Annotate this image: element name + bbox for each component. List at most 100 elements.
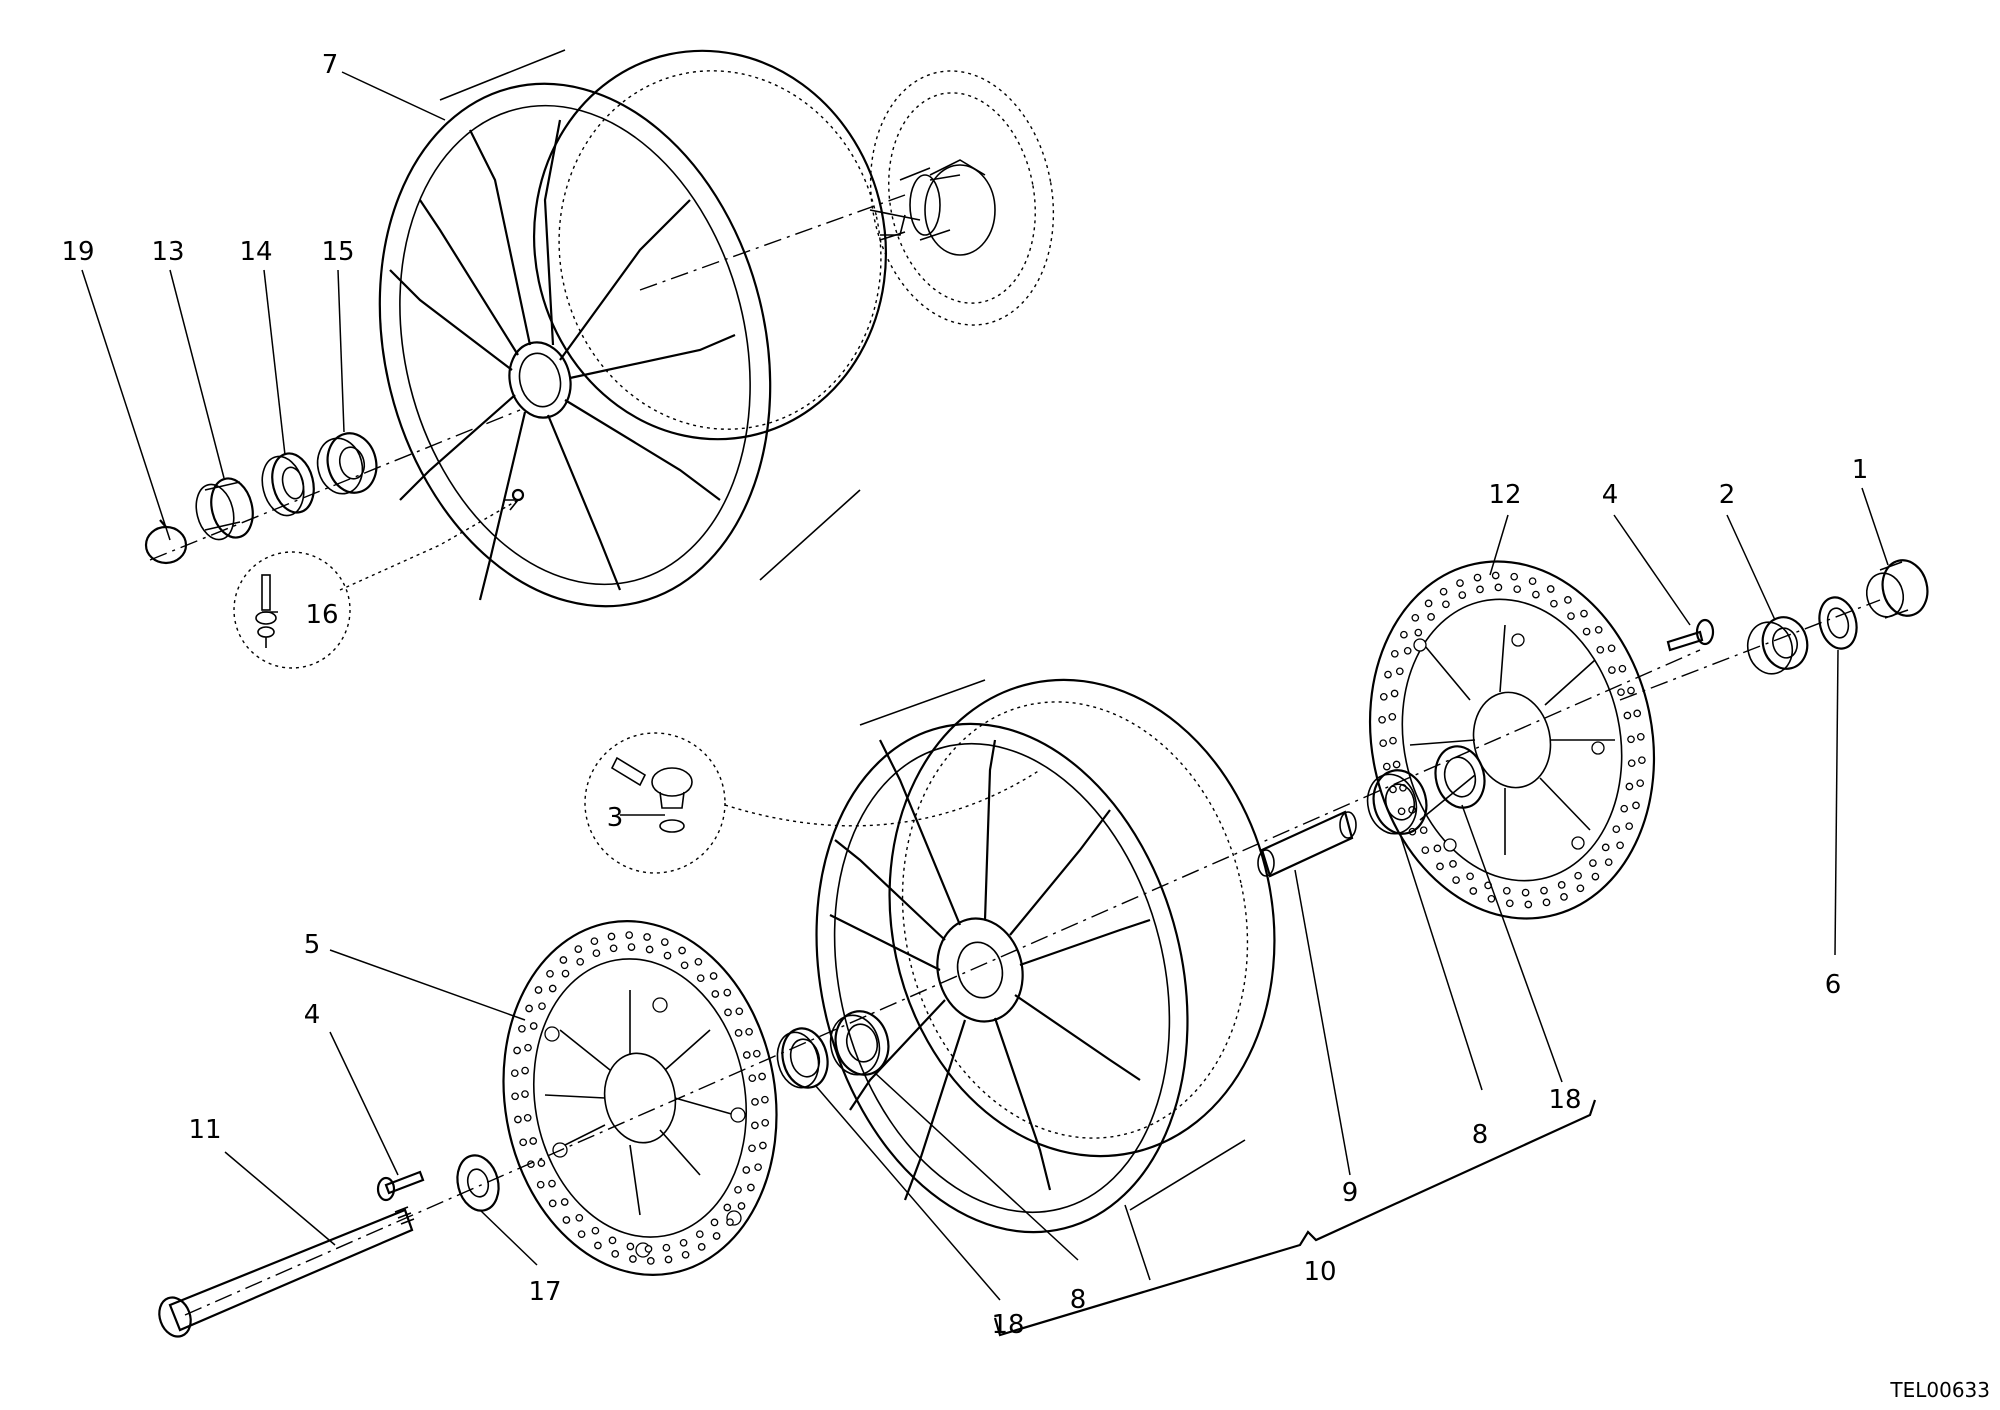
disc-drill-hole: [560, 1198, 569, 1206]
callout-9: 9: [1341, 1178, 1359, 1208]
disc-drill-hole: [534, 986, 543, 994]
disc-drill-hole: [548, 984, 557, 993]
disc-drill-hole: [1632, 801, 1640, 810]
disc-drill-hole: [697, 1243, 706, 1251]
disc-drill-hole: [1502, 886, 1511, 895]
disc-drill-hole: [723, 1203, 732, 1212]
callout-1: 1: [1851, 455, 1869, 485]
disc-drill-hole: [662, 1243, 671, 1252]
disc-drill-hole: [1524, 900, 1533, 909]
disc-drill-hole: [548, 1199, 557, 1208]
disc-drill-hole: [1390, 649, 1399, 658]
bearing-8-right: [1366, 769, 1428, 835]
callout-16: 16: [305, 600, 339, 630]
seal-18-left: [776, 1027, 829, 1089]
disc-drill-hole: [1608, 666, 1616, 674]
disc-drill-hole: [747, 1183, 755, 1192]
disc-drill-hole: [751, 1121, 759, 1130]
callout-18-left: 18: [991, 1310, 1025, 1340]
disc-drill-hole: [734, 1029, 743, 1037]
disc-drill-hole: [1560, 893, 1568, 901]
front-brake-disc-right-12: [1368, 560, 1656, 920]
disc-drill-hole: [1388, 712, 1397, 721]
disc-drill-hole: [1591, 872, 1600, 881]
disc-drill-hole: [1607, 644, 1616, 653]
disc-drill-hole: [1521, 888, 1530, 897]
disc-drill-hole: [742, 1166, 751, 1174]
disc-drill-hole: [1620, 804, 1629, 813]
disc-drill-hole: [523, 1113, 532, 1122]
disc-drill-hole: [546, 969, 554, 978]
disc-drill-hole: [724, 1008, 732, 1017]
front-wheel-rim: [815, 678, 1276, 1234]
disc-drill-hole: [1378, 715, 1386, 724]
disc-drill-hole: [1439, 587, 1448, 596]
nut-1: [1865, 559, 1929, 619]
seal-18-right: [1434, 745, 1486, 809]
disc-drill-hole: [709, 972, 718, 980]
disc-drill-hole: [1456, 579, 1464, 587]
disc-drill-hole: [1389, 736, 1397, 745]
disc-drill-hole: [679, 1238, 688, 1247]
callout-3: 3: [606, 803, 624, 833]
disc-drill-hole: [626, 1242, 635, 1251]
disc-drill-hole: [1473, 573, 1482, 582]
disc-drill-hole: [1397, 807, 1406, 816]
disc-drill-hole: [1392, 760, 1401, 769]
disc-drill-hole: [536, 1180, 545, 1189]
drawing-code: TEL00633: [1890, 1378, 1990, 1402]
disc-drill-hole: [625, 931, 634, 939]
disc-drill-hole: [1436, 862, 1444, 871]
callout-7: 7: [321, 50, 339, 80]
disc-drill-hole: [1582, 627, 1591, 636]
disc-drill-hole: [1379, 692, 1388, 701]
disc-drill-hole: [734, 1185, 742, 1194]
callout-8-left: 8: [1069, 1285, 1087, 1315]
disc-drill-hole: [559, 956, 568, 964]
disc-drill-hole: [752, 1049, 761, 1058]
disc-drill-hole: [1542, 898, 1551, 907]
disc-drill-hole: [748, 1144, 756, 1153]
disc-drill-hole: [1638, 756, 1646, 765]
disc-drill-hole: [1395, 667, 1404, 676]
valve-detail-16: [233, 499, 520, 669]
disc-drill-hole: [663, 951, 672, 960]
disc-drill-hole: [723, 988, 732, 997]
callout-18-right: 18: [1548, 1085, 1582, 1115]
disc-drill-hole: [519, 1138, 528, 1147]
disc-drill-hole: [711, 990, 720, 998]
disc-drill-hole: [696, 974, 705, 983]
disc-drill-hole: [748, 1074, 757, 1083]
disc-drill-hole: [1419, 826, 1428, 835]
disc-drill-hole: [576, 957, 585, 966]
disc-drill-hole: [1458, 591, 1467, 599]
disc-drill-hole: [518, 1024, 526, 1033]
disc-drill-hole: [678, 946, 686, 955]
disc-drill-hole: [537, 1159, 546, 1167]
spacer-9: [1257, 810, 1357, 878]
rear-brake-disc: [639, 70, 1055, 326]
disc-drill-hole: [1382, 762, 1391, 771]
callout-8-right: 8: [1471, 1120, 1489, 1150]
washer-17: [456, 1154, 500, 1212]
disc-drill-hole: [1505, 899, 1514, 908]
disc-drill-hole: [538, 1002, 546, 1011]
disc-drill-hole: [1576, 884, 1585, 893]
disc-drill-hole: [1580, 609, 1588, 618]
disc-drill-hole: [1476, 585, 1484, 594]
disc-drill-hole: [627, 943, 636, 951]
disc-drill-hole: [761, 1118, 770, 1127]
disc-drill-hole: [1594, 625, 1603, 634]
disc-drill-hole: [1636, 732, 1645, 741]
disc-drill-hole: [759, 1141, 767, 1150]
disc-drill-hole: [1449, 860, 1457, 868]
disc-drill-hole: [1627, 686, 1635, 695]
valve-detail-3: [584, 732, 1041, 874]
disc-drill-hole: [529, 1022, 538, 1030]
disc-drill-hole: [1627, 759, 1636, 768]
disc-drill-hole: [1623, 711, 1632, 720]
disc-drill-hole: [1625, 782, 1634, 791]
disc-drill-hole: [1427, 613, 1435, 621]
callout-2: 2: [1718, 480, 1736, 510]
